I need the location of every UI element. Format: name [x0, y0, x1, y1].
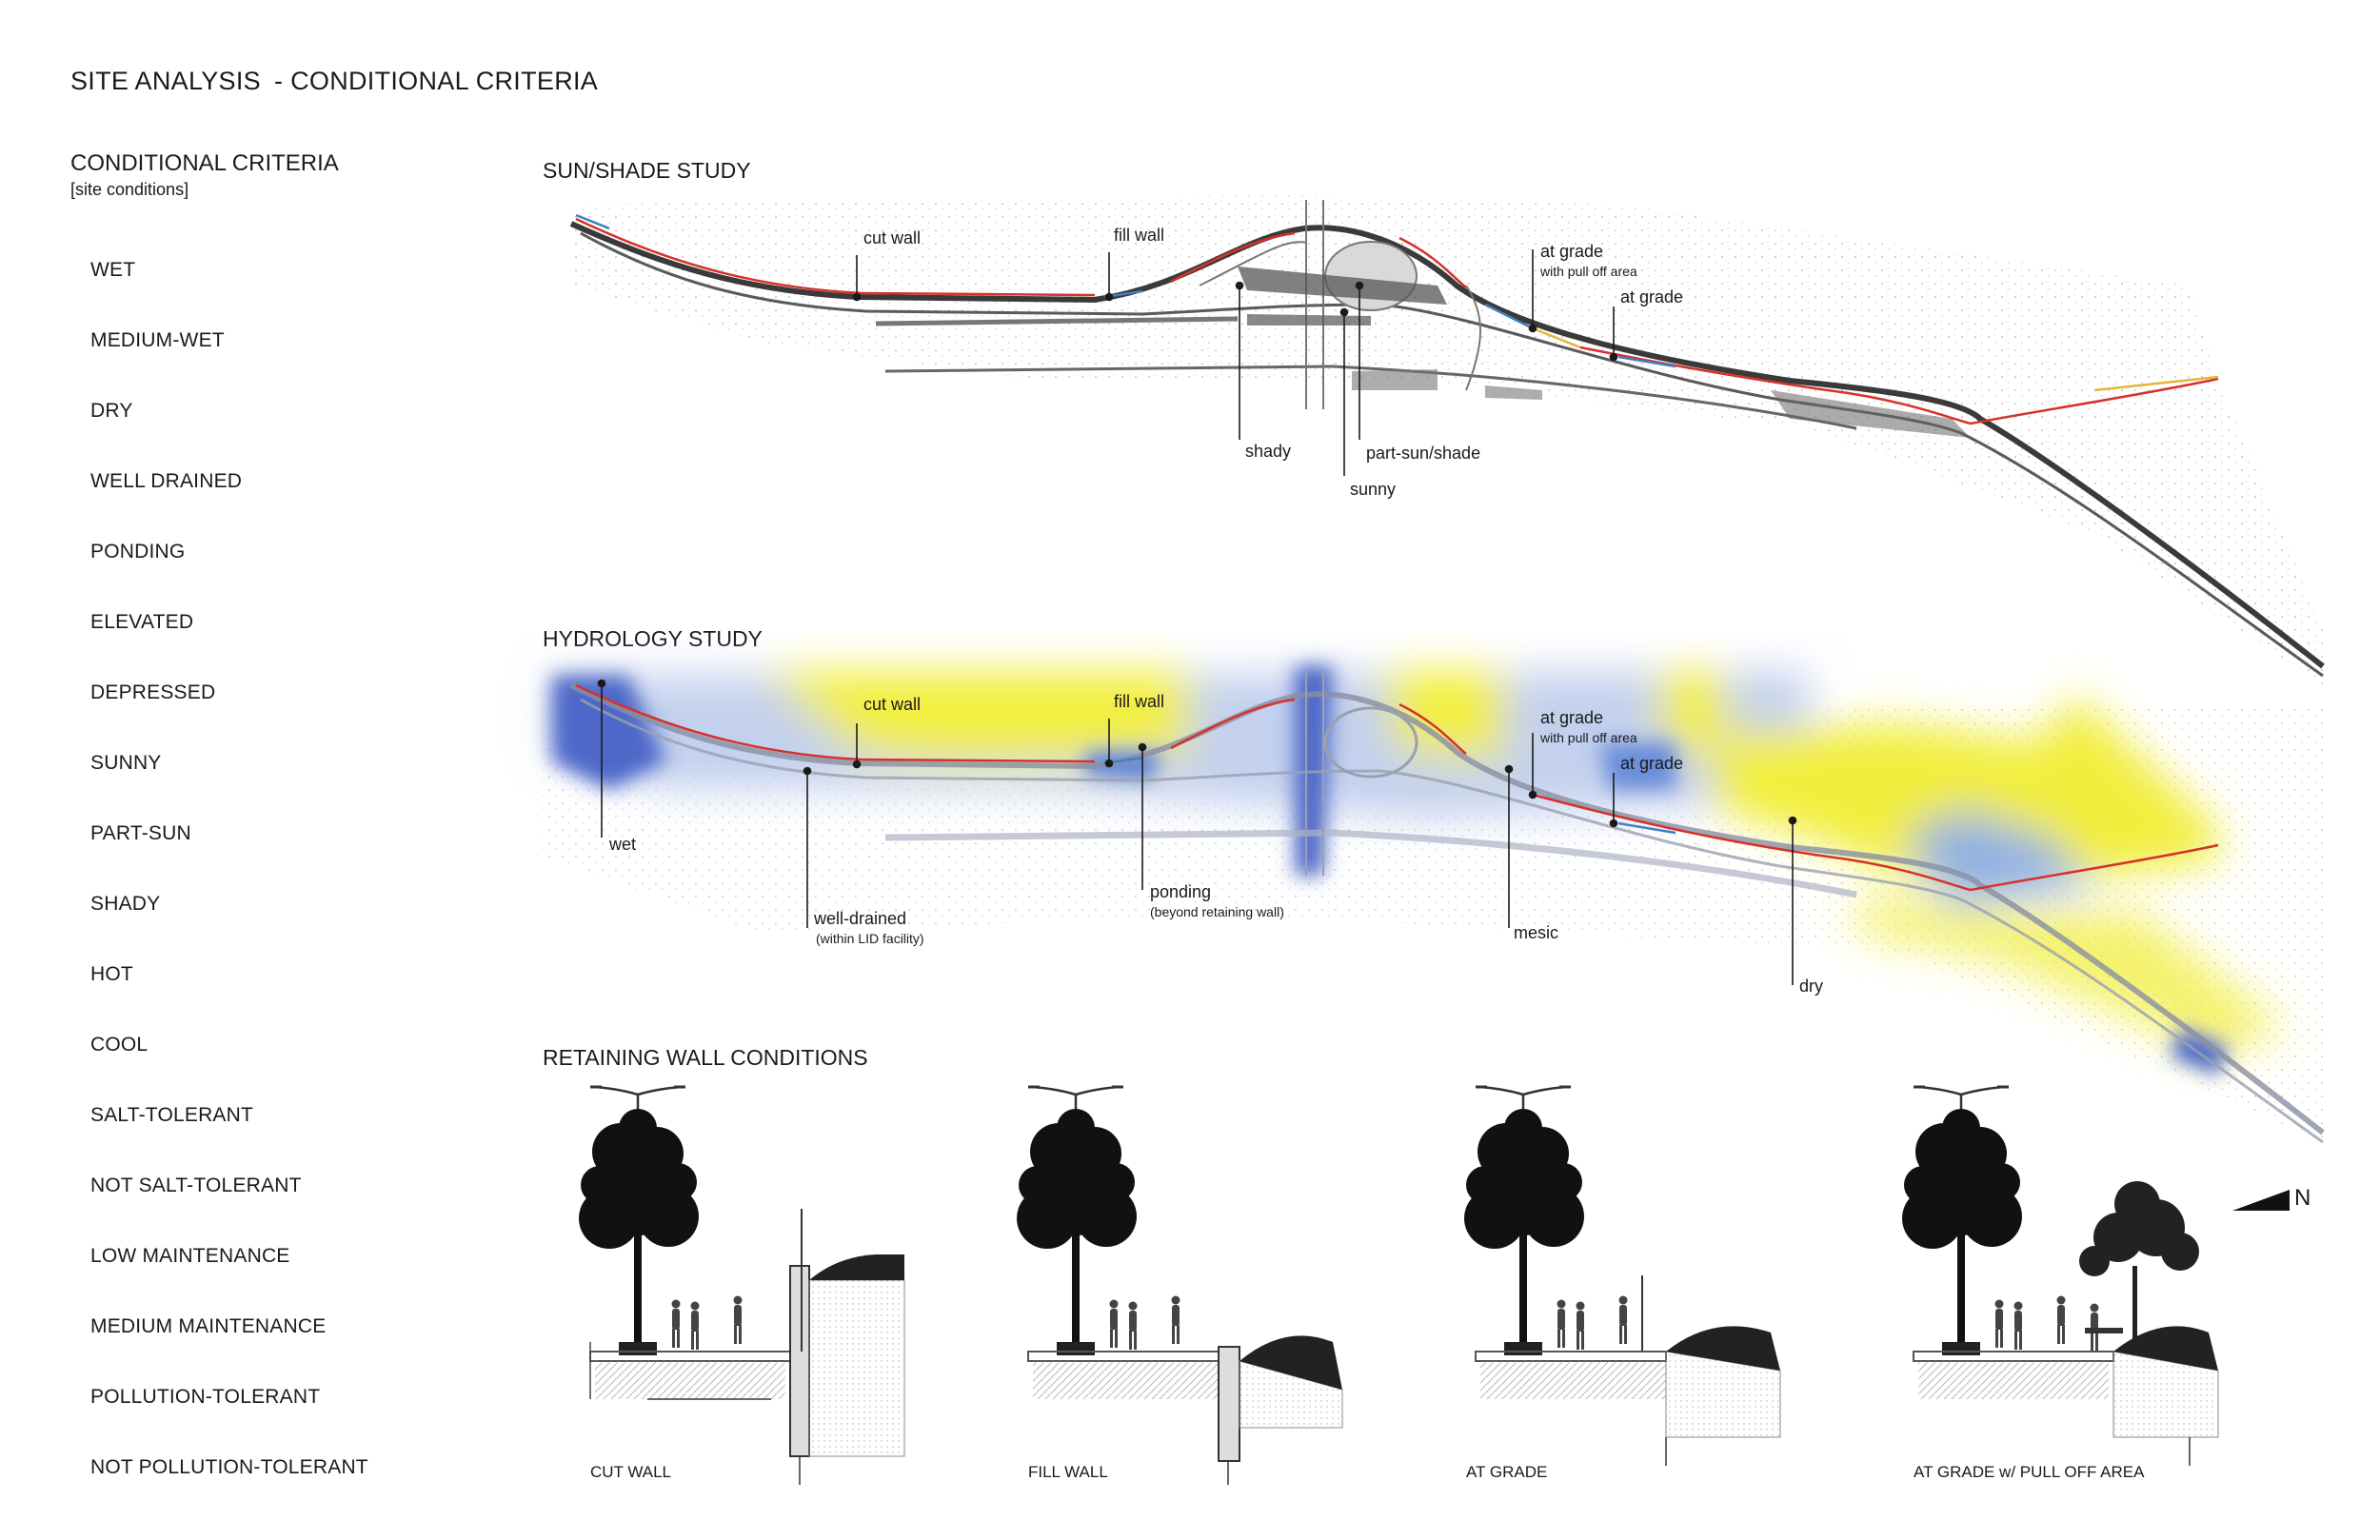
criteria-item: LOW MAINTENANCE — [90, 1245, 290, 1267]
red-wall-line — [1398, 702, 1467, 755]
label-wet: wet — [609, 835, 637, 854]
label-cut-wall: cut wall — [863, 695, 922, 714]
red-wall-line — [575, 217, 1096, 297]
label-at-grade: at grade — [1620, 287, 1684, 306]
criteria-item: SALT-TOLERANT — [90, 1104, 254, 1126]
criteria-item: WET — [90, 259, 136, 281]
shade-area — [1238, 267, 1447, 305]
shade-area — [1485, 385, 1542, 400]
blue-wall-line — [1617, 355, 1676, 368]
label-cut-wall: cut wall — [863, 228, 922, 247]
sun-shade-title: SUN/SHADE STUDY — [543, 158, 751, 183]
criteria-item: NOT SALT-TOLERANT — [90, 1175, 302, 1196]
label-lid: (within LID facility) — [816, 931, 924, 946]
interchange-loop — [1323, 706, 1418, 779]
red-wall-line — [575, 683, 1096, 763]
caption-cut-wall: CUT WALL — [590, 1463, 672, 1481]
criteria-item: MEDIUM MAINTENANCE — [90, 1315, 327, 1337]
criteria-item: NOT POLLUTION-TOLERANT — [90, 1456, 368, 1478]
label-well-drained: well-drained — [814, 909, 907, 928]
criteria-item: SHADY — [90, 893, 161, 915]
caption-fill-wall: FILL WALL — [1028, 1463, 1108, 1481]
criteria-item: WELL DRAINED — [90, 470, 243, 492]
wet-zone — [1599, 742, 1676, 790]
north-arrow-icon — [2232, 1190, 2290, 1211]
criteria-item: SUNNY — [90, 752, 162, 774]
section-cut-wall — [579, 1085, 905, 1485]
criteria-subtitle: [site conditions] — [70, 180, 189, 199]
label-at-grade: at grade — [1620, 754, 1684, 773]
page-subtitle: - CONDITIONAL CRITERIA — [274, 67, 599, 95]
red-wall-line — [1170, 698, 1296, 750]
retaining-title: RETAINING WALL CONDITIONS — [543, 1045, 868, 1070]
red-wall-line — [1398, 236, 1467, 288]
shade-area — [1352, 369, 1438, 390]
frontage-road — [884, 829, 1857, 898]
cross-street — [1305, 200, 1324, 409]
criteria-item: POLLUTION-TOLERANT — [90, 1386, 321, 1408]
criteria-title: CONDITIONAL CRITERIA — [70, 150, 339, 176]
blue-wall-line — [1484, 303, 1534, 330]
label-mesic: mesic — [1514, 923, 1559, 942]
label-at-grade: at grade — [1540, 242, 1604, 261]
red-wall-line — [1532, 793, 1972, 892]
blue-wall-line — [1617, 821, 1676, 835]
label-pull-off: with pull off area — [1540, 730, 1637, 745]
cross-street — [1305, 671, 1324, 876]
interchange-ramp — [1199, 241, 1307, 286]
page-title: SITE ANALYSIS — [70, 67, 261, 95]
label-sunny: sunny — [1350, 480, 1397, 499]
criteria-item: ELEVATED — [90, 611, 194, 633]
label-fill-wall: fill wall — [1114, 692, 1165, 711]
label-dry: dry — [1799, 977, 1824, 996]
caption-at-grade: AT GRADE — [1466, 1463, 1548, 1481]
criteria-item: DRY — [90, 400, 133, 422]
yellow-wall-line — [1532, 326, 1581, 349]
label-pull-off: with pull off area — [1540, 264, 1637, 279]
criteria-item: COOL — [90, 1034, 149, 1056]
label-ponding: ponding — [1150, 882, 1212, 901]
highway-parallel — [580, 231, 2324, 678]
yellow-wall-line — [2093, 375, 2219, 392]
section-at-grade — [1464, 1085, 1781, 1466]
criteria-item: PART-SUN — [90, 822, 191, 844]
criteria-item: MEDIUM-WET — [90, 329, 225, 351]
red-wall-line — [1970, 843, 2219, 892]
criteria-item: HOT — [90, 963, 133, 985]
north-label: N — [2294, 1185, 2311, 1211]
criteria-item: PONDING — [90, 541, 186, 563]
highway-parallel — [580, 698, 2324, 1144]
red-wall-line — [1579, 346, 1972, 425]
caption-pull-off: AT GRADE w/ PULL OFF AREA — [1914, 1463, 2145, 1481]
frontage-road-2 — [875, 316, 1239, 326]
label-beyond-wall: (beyond retaining wall) — [1150, 904, 1284, 919]
label-part-sun: part-sun/shade — [1366, 444, 1481, 463]
criteria-item: DEPRESSED — [90, 681, 216, 703]
label-at-grade: at grade — [1540, 708, 1604, 727]
blue-wall-line — [575, 213, 610, 230]
shade-area — [1247, 314, 1371, 326]
red-wall-line — [1970, 377, 2219, 425]
section-pull-off — [1902, 1085, 2219, 1466]
wet-zone — [552, 676, 666, 790]
interchange-ramp — [1465, 285, 1481, 391]
label-shady: shady — [1245, 442, 1292, 461]
hydrology-title: HYDROLOGY STUDY — [543, 626, 763, 651]
section-fill-wall — [1017, 1085, 1343, 1485]
red-wall-line — [1170, 231, 1296, 284]
label-fill-wall: fill wall — [1114, 226, 1165, 245]
shade-area — [1771, 390, 1971, 438]
terrain-stipple — [571, 195, 2323, 685]
